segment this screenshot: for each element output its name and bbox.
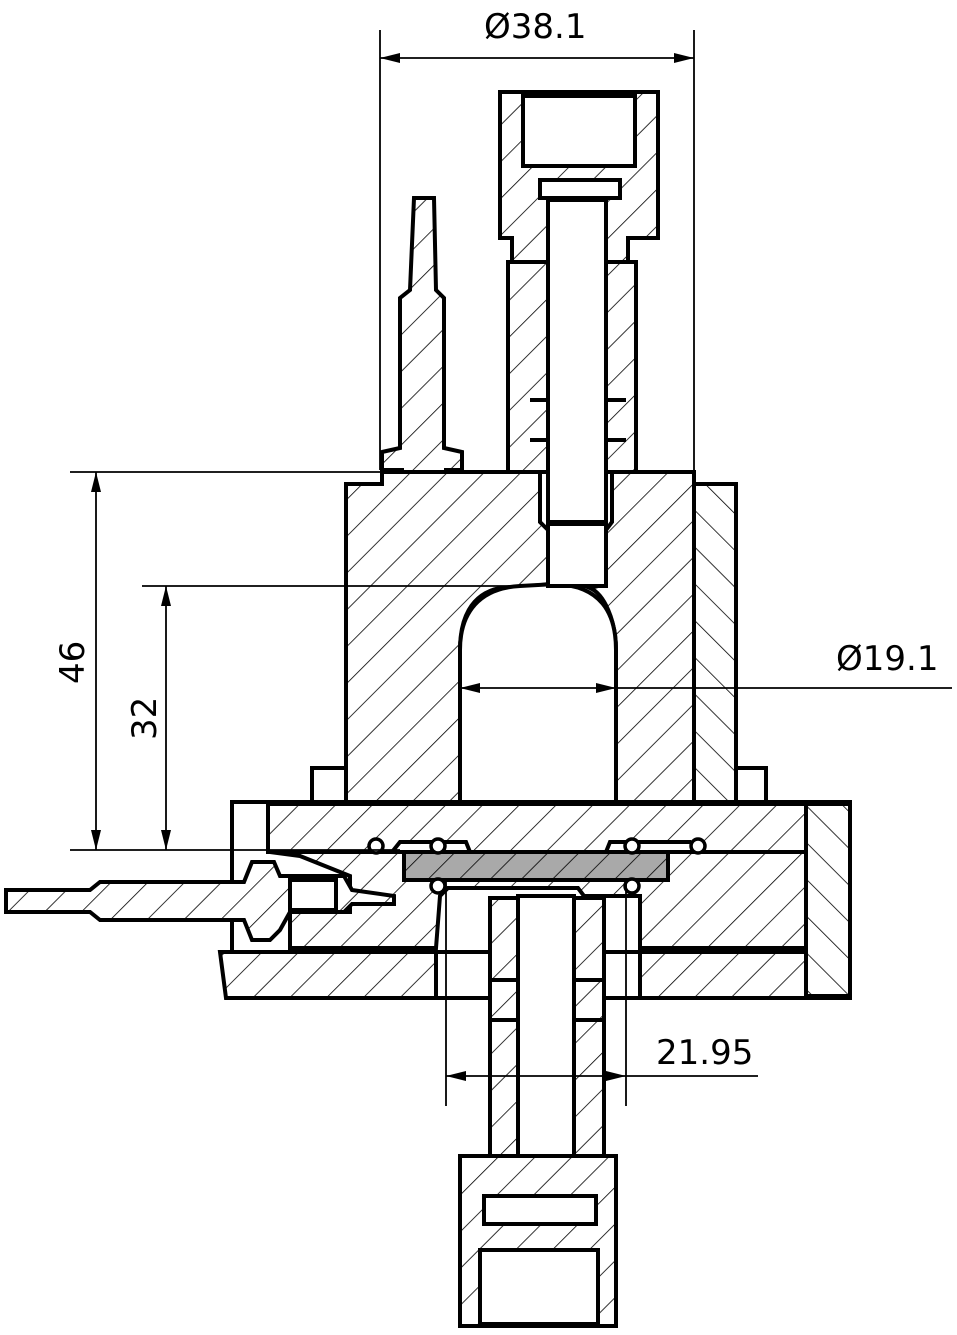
main-body [310,470,768,852]
bottom-fitting [458,894,618,1328]
top-fitting [498,90,660,524]
side-probe [4,860,396,942]
dim-height-total: 46 [53,641,93,684]
o-rings [367,837,707,895]
dim-height-cavity: 32 [125,697,165,740]
dim-outer-diameter: Ø38.1 [484,7,586,47]
dimension-lines [70,30,952,1106]
dim-bottom-width: 21.95 [656,1033,753,1073]
dim-inner-diameter: Ø19.1 [836,639,938,679]
sample-disk [402,850,670,882]
